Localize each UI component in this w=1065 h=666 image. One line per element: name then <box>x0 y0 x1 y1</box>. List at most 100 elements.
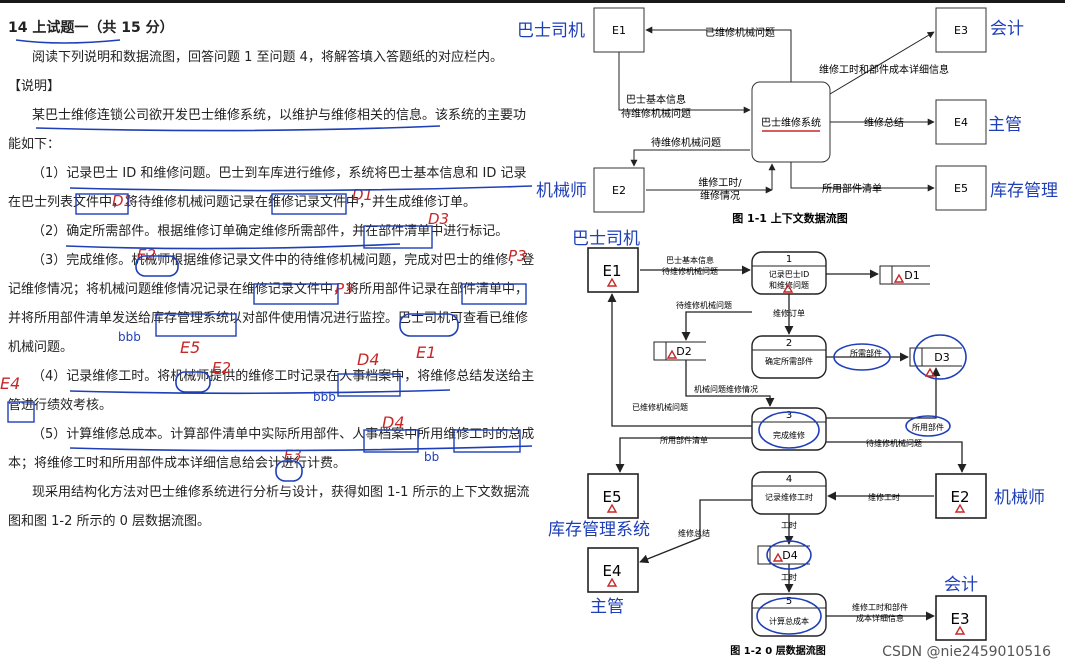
flow-label: 待维修机械问题 <box>621 107 691 120</box>
box-mark <box>363 429 419 453</box>
figure-caption: 图 1-1 上下文数据流图 <box>732 211 848 225</box>
context-flows <box>618 26 935 194</box>
circle-mark <box>905 415 951 437</box>
triangle-mark <box>893 273 905 283</box>
process-box-5 <box>751 593 827 637</box>
flow-arrow <box>826 367 941 419</box>
triangle-mark <box>606 577 618 587</box>
red-triangles <box>606 273 966 635</box>
entity-box-e2 <box>593 167 645 213</box>
hw-label: E1 <box>416 343 437 362</box>
store-d2 <box>653 341 706 361</box>
flow-label: 巴士基本信息 <box>666 255 714 265</box>
level0-entity-boxes <box>587 247 987 641</box>
entity-box-e3 <box>935 595 987 641</box>
flow-label: 成本详细信息 <box>856 613 904 623</box>
entity-id: E5 <box>954 182 968 195</box>
entity-label-e2: 机械师 <box>994 488 1045 508</box>
flow-label: 维修工时/ <box>698 176 742 189</box>
level0-flows <box>607 265 967 621</box>
underline <box>15 39 121 44</box>
flow-label: 维修情况 <box>700 189 740 202</box>
entity-id: E5 <box>602 488 621 506</box>
entity-id: E3 <box>950 610 969 628</box>
process-label: 和维修问题 <box>769 280 809 290</box>
entity-id: E4 <box>602 562 621 580</box>
underline <box>65 243 401 250</box>
flow-label: 维修订单 <box>773 308 805 318</box>
flow-label: 待维修机械问题 <box>662 266 718 276</box>
entity-id: E2 <box>950 488 969 506</box>
flow-label: 所用部件清单 <box>660 435 708 445</box>
process-boxes <box>751 251 827 637</box>
entity-label-e1: 巴士司机 <box>517 21 585 41</box>
hw-label: P3 <box>335 280 354 298</box>
entity-id: E1 <box>602 262 621 280</box>
triangle-mark <box>606 503 618 513</box>
store-id: D1 <box>904 269 919 282</box>
paragraph-1: （1）记录巴士 ID 和维修问题。巴士到车库进行维修，系统将巴士基本信息和 ID… <box>8 166 527 210</box>
flow-label: 工时 <box>781 520 797 530</box>
box-mark <box>155 313 237 337</box>
box-mark <box>7 401 35 423</box>
entity-box-e1 <box>593 7 645 53</box>
triangle-mark <box>954 625 966 635</box>
box-mark <box>453 429 521 453</box>
flow-arrow <box>790 162 935 192</box>
blue-underlines <box>15 39 533 482</box>
process-label: 完成维修 <box>773 430 805 440</box>
paragraph-3: （3）完成维修。机械师根据维修记录文件中的待维修机械问题，完成对巴士的维修，登记… <box>8 253 535 355</box>
process-number: 2 <box>786 338 792 349</box>
store-d1 <box>879 265 930 285</box>
question-title: 14 上试题一（共 15 分） <box>8 20 174 36</box>
paragraph-0: 某巴士维修连锁公司欲开发巴士维修系统，以维护与维修相关的信息。该系统的主要功能如… <box>8 108 527 152</box>
entity-label-e5: 库存管理系统 <box>548 520 650 540</box>
process-dividers <box>752 265 826 609</box>
context-entity-boxes <box>593 7 987 213</box>
entity-label-e3: 会计 <box>944 575 978 595</box>
flow-arrow <box>615 437 752 473</box>
flow-label: 所用部件 <box>912 422 944 432</box>
circle-mark <box>833 343 891 371</box>
entity-box-e2 <box>935 473 987 519</box>
paragraph-6: 现采用结构化方法对巴士维修系统进行分析与设计，获得如图 1-1 所示的上下文数据… <box>8 485 530 529</box>
box-marks <box>7 193 527 453</box>
entity-label-e4: 主管 <box>988 115 1022 135</box>
process-label: 记录巴士ID <box>769 269 810 279</box>
top-border <box>0 0 1065 3</box>
entity-label-e5: 库存管理 <box>990 181 1058 201</box>
box-mark <box>363 225 433 249</box>
hw-label: D3 <box>428 210 450 228</box>
hw-label: E4 <box>0 374 21 393</box>
underline <box>69 389 451 395</box>
box-mark <box>253 283 339 305</box>
triangle-mark <box>606 277 618 287</box>
box-mark <box>75 193 129 215</box>
circle-mark <box>766 540 812 570</box>
triangle-mark <box>782 283 794 293</box>
box-mark <box>461 283 527 305</box>
flow-arrow <box>685 360 775 407</box>
hw-label: P3 <box>508 247 527 265</box>
circle-mark <box>913 334 967 380</box>
circle-mark <box>756 597 822 635</box>
entity-box-e4 <box>587 547 639 593</box>
flow-arrow <box>681 311 752 341</box>
store-d3 <box>909 347 962 367</box>
store-id: D4 <box>782 549 797 562</box>
context-dfd: E1 E2 E3 E4 E5 巴士维修系统 巴士司机 机械师 会计 主管 库存管… <box>517 7 1058 225</box>
flow-arrow <box>618 52 751 114</box>
flow-label: 待维修机械问题 <box>651 136 721 149</box>
watermark: CSDN @nie2459010516 <box>882 644 1051 660</box>
process-label: 确定所需部件 <box>765 356 813 366</box>
entity-id: E1 <box>612 24 626 37</box>
box-mark <box>337 373 401 397</box>
flow-label: 已维修机械问题 <box>632 402 688 412</box>
entity-id: E2 <box>612 184 626 197</box>
flow-arrow <box>645 26 792 82</box>
hw-label: E2 <box>212 359 232 377</box>
center-process-label: 巴士维修系统 <box>761 116 821 129</box>
triangle-mark <box>772 552 784 562</box>
entity-box-e1 <box>587 247 639 293</box>
entity-box-e3 <box>935 7 987 53</box>
